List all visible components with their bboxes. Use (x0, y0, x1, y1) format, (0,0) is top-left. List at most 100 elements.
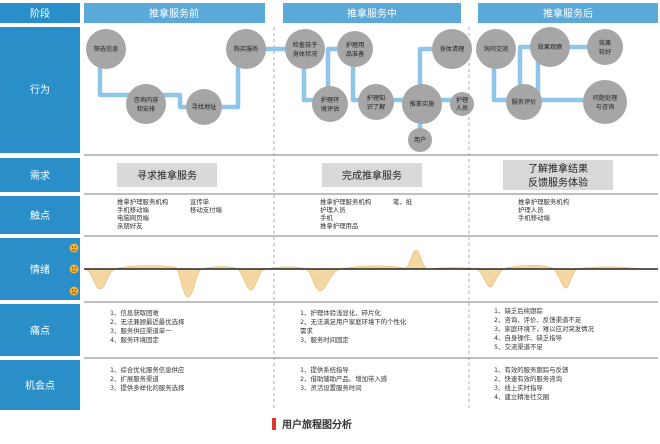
touchpoint-item: 笔、纸 (393, 197, 413, 206)
node-label: 服务评价 (512, 98, 537, 106)
row-label-opportunity-cell (0, 360, 80, 410)
phase-label-during: 推拿服务中 (347, 7, 397, 20)
emotion-curve (83, 249, 658, 298)
node-purchase (226, 29, 266, 69)
opportunity-item: 2、快速有效的服务咨询 (494, 374, 563, 383)
phase-label-before: 推拿服务前 (149, 7, 199, 20)
touchpoint-item: 手机移动端 (518, 213, 551, 222)
opportunity-item: 1、提供系统指导 (300, 365, 349, 374)
pain-points-row: 1、信息获取困难 2、无法兼顾最近最优选择 3、服务供应渠道单一 4、服务环境固… (110, 306, 595, 351)
row-label-behavior-cell (0, 27, 80, 153)
pain-item: 3、家庭环境下，难以应对突发情况 (494, 324, 595, 333)
row-label-pain: 痛点 (30, 324, 50, 337)
needs-row: 寻求推拿服务 完成推拿服务 了解推拿结果 反馈服务体验 (117, 160, 613, 190)
node-label: 检查孩子 (293, 41, 318, 49)
opportunity-item: 3、线上实时指导 (494, 383, 543, 392)
phase-label-after: 推拿服务后 (543, 7, 593, 20)
touchpoint-item: 亲朋好友 (117, 221, 143, 230)
node-label: 购买服务 (234, 45, 259, 53)
opportunity-item: 4、建立精准社交圈 (494, 392, 549, 401)
touchpoint-item: 电脑网页端 (117, 213, 150, 222)
node-label: 护理环 (321, 96, 340, 104)
row-label-touchpoints-cell (0, 196, 80, 234)
touchpoint-item: 护理人员 (518, 205, 544, 214)
node-evaluate (506, 84, 542, 120)
neutral-face-icon (69, 264, 79, 274)
opportunities-row: 1、综合优化服务信息供应 2、扩展服务渠道 3、提供多样化的服务选择 1、提供系… (110, 365, 569, 401)
node-supplies (337, 31, 373, 67)
touchpoint-item: 移动支付端 (190, 205, 223, 214)
node-label: 身体清理 (440, 45, 465, 53)
node-label: 和安排 (137, 105, 156, 113)
opportunity-item: 1、综合优化服务信息供应 (110, 365, 185, 374)
row-label-needs-cell (0, 158, 80, 192)
footer-title: 用户旅程图分析 (281, 418, 352, 431)
node-label: 识了解 (367, 103, 386, 111)
need-box-after (503, 160, 613, 190)
node-filter-info (86, 29, 126, 69)
node-env-assess (312, 86, 348, 122)
pain-item: 4、自身操作、缺乏指导 (494, 333, 563, 342)
touchpoints-row: 推拿护理服务机构 手机移动端 电脑网页端 亲朋好友 宣传单 移动支付端 推拿护理… (117, 197, 569, 230)
pain-item: 2、咨询、评价、反馈渠道不足 (494, 315, 582, 324)
node-massage (402, 84, 442, 124)
node-label: 寻找地址 (192, 103, 217, 111)
touchpoint-item: 推拿护理用品 (320, 221, 358, 230)
opportunity-item: 2、借助辅助产品、增加带入感 (300, 374, 388, 383)
touchpoint-item: 手机 (320, 213, 333, 222)
need-text-after: 了解推拿结果 (528, 162, 588, 175)
touchpoint-item: 手机移动端 (117, 205, 150, 214)
node-label: 咨询内容 (134, 96, 159, 104)
node-cleanup (432, 29, 472, 69)
node-label: 护理知 (367, 94, 386, 102)
node-find-address (186, 89, 222, 125)
sad-face-icon (69, 286, 79, 296)
pain-item: 需求 (300, 326, 313, 335)
need-text-after: 反馈服务体验 (528, 176, 588, 189)
emotion-row (69, 243, 658, 298)
pain-item: 3、服务供应渠道单一 (110, 326, 172, 335)
pain-item: 2、无法满足用户家庭环境下的个性化 (300, 317, 407, 326)
node-knowledge (358, 84, 394, 120)
node-label: 用户 (414, 136, 426, 144)
node-label: 品准备 (346, 50, 365, 58)
pain-item: 5、交流渠道不足 (494, 342, 543, 351)
touchpoint-item: 护理人员 (320, 205, 346, 214)
need-box-during (322, 163, 422, 187)
node-check-child (285, 29, 325, 69)
pain-item: 1、信息获取困难 (110, 308, 159, 317)
touchpoint-item: 推拿护理服务机构 (518, 197, 569, 206)
node-label: 询问交流 (484, 45, 509, 53)
node-label: 效果观察 (538, 43, 563, 51)
pain-item: 3、服务时间固定 (300, 335, 349, 344)
node-label: 与咨询 (596, 103, 615, 111)
node-consult (126, 84, 166, 124)
node-good-effect (587, 29, 623, 65)
opportunity-item: 3、提供多样化的服务选择 (110, 383, 185, 392)
node-inquiry (476, 29, 516, 69)
node-label: 问题处理 (593, 94, 618, 102)
need-text-before: 寻求推拿服务 (137, 169, 197, 182)
node-user (408, 128, 432, 152)
pain-item: 1、缺乏后续跟踪 (494, 306, 543, 315)
node-label: 较好 (599, 48, 611, 56)
row-label-needs: 需求 (30, 170, 50, 182)
node-label: 身体状况 (293, 50, 318, 58)
row-label-emotion: 情绪 (30, 263, 50, 276)
row-label-emotion-cell (0, 238, 80, 300)
smile-face-icon (69, 243, 79, 253)
pain-item: 4、服务环境固定 (110, 335, 159, 344)
pain-item: 2、无法兼顾最近最优选择 (110, 317, 185, 326)
touchpoint-item: 宣传单 (190, 197, 210, 206)
row-label-opportunity: 机会点 (25, 379, 55, 392)
node-nurse (450, 92, 474, 116)
row-label-pain-cell (0, 304, 80, 356)
pain-item: 1、护理体验浅显化、碎片化 (300, 308, 381, 317)
behavior-nodes: 筛选信息 咨询内容 和安排 寻找地址 购买服务 检查孩子 身体状况 护理环 境评… (86, 27, 627, 152)
touchpoint-item: 推拿护理服务机构 (117, 197, 168, 206)
node-label: 境评估 (321, 105, 340, 113)
opportunity-item: 1、有效的服务跟踪与反馈 (494, 365, 569, 374)
need-box-before (117, 163, 217, 187)
